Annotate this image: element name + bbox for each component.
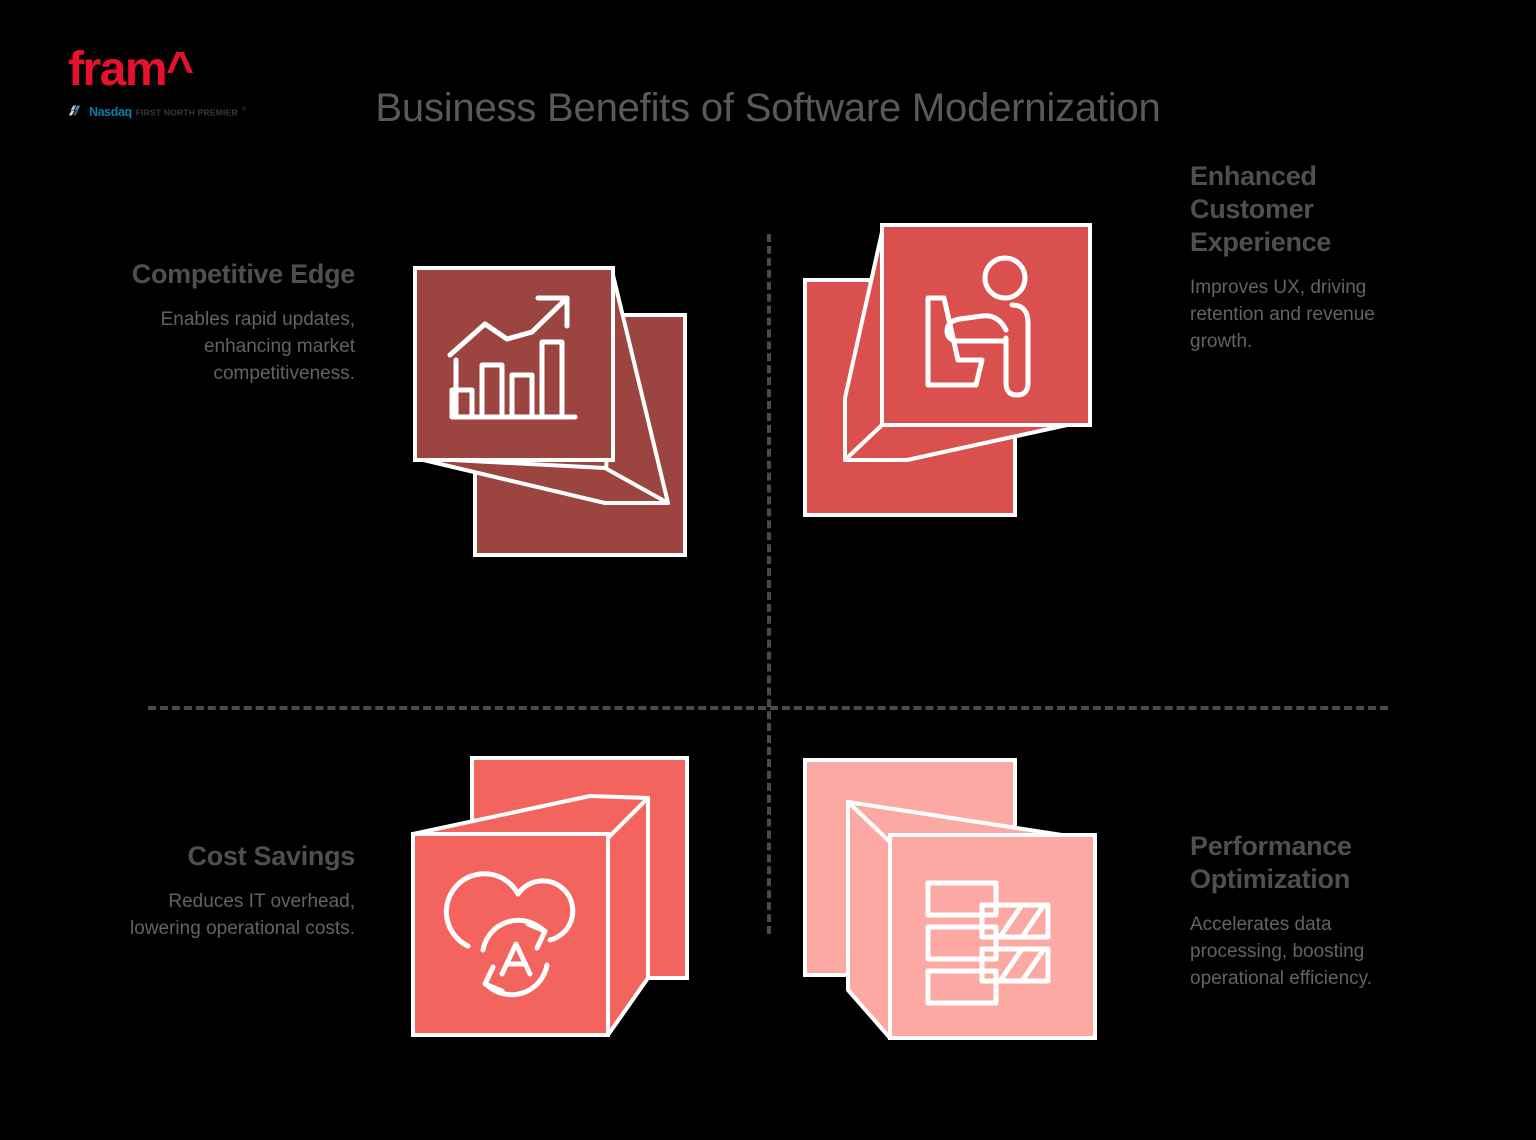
quadrant-heading: Competitive Edge (131, 259, 356, 289)
bar-chart-growth-icon (410, 260, 710, 560)
quadrant-text-block: Cost Savings Reduces IT overhead, loweri… (120, 840, 355, 943)
nasdaq-listing-badge: Nasdaq FIRST NORTH PREMIER ® (68, 104, 298, 120)
quadrant-cost-savings[interactable]: Cost Savings Reduces IT overhead, loweri… (120, 740, 750, 1070)
nasdaq-logo-icon (68, 105, 81, 116)
person-at-desk-icon (800, 220, 1100, 520)
vertical-divider (767, 234, 771, 934)
quadrant-performance-optimization[interactable]: Performance Optimization Accelerates dat… (785, 740, 1425, 1140)
page-title: Business Benefits of Software Modernizat… (375, 86, 1161, 130)
quadrant-heading: Performance Optimization (1190, 831, 1352, 894)
nasdaq-tier-label: FIRST NORTH PREMIER (135, 107, 238, 118)
quadrant-text-block: Performance Optimization Accelerates dat… (1190, 830, 1425, 993)
cloud-auto-sync-icon (410, 750, 710, 1050)
quadrant-heading: Cost Savings (187, 841, 356, 871)
data-bars-icon (800, 750, 1100, 1050)
quadrant-text-block: Enhanced Customer Experience Improves UX… (1190, 160, 1425, 356)
quadrant-body: Reduces IT overhead, lowering operationa… (130, 890, 355, 939)
fram-wordmark: fram^ (68, 43, 194, 96)
quadrant-text-block: Competitive Edge Enables rapid updates, … (120, 258, 356, 388)
quadrant-heading: Enhanced Customer Experience (1190, 161, 1332, 257)
quadrant-enhanced-customer-experience[interactable]: Enhanced Customer Experience Improves UX… (785, 160, 1425, 680)
quadrant-body: Improves UX, driving retention and reven… (1190, 276, 1375, 352)
nasdaq-registered-mark: ® (241, 107, 247, 113)
brand-logo: fram^ Nasdaq FIRST NORTH PREMIER ® (68, 46, 298, 120)
quadrant-competitive-edge[interactable]: Competitive Edge Enables rapid updates, … (120, 200, 750, 680)
quadrant-body: Accelerates data processing, boosting op… (1190, 913, 1373, 989)
quadrant-body: Enables rapid updates, enhancing market … (160, 308, 355, 384)
quadrant-grid: Competitive Edge Enables rapid updates, … (0, 150, 1536, 1040)
nasdaq-name-label: Nasdaq (89, 104, 132, 119)
